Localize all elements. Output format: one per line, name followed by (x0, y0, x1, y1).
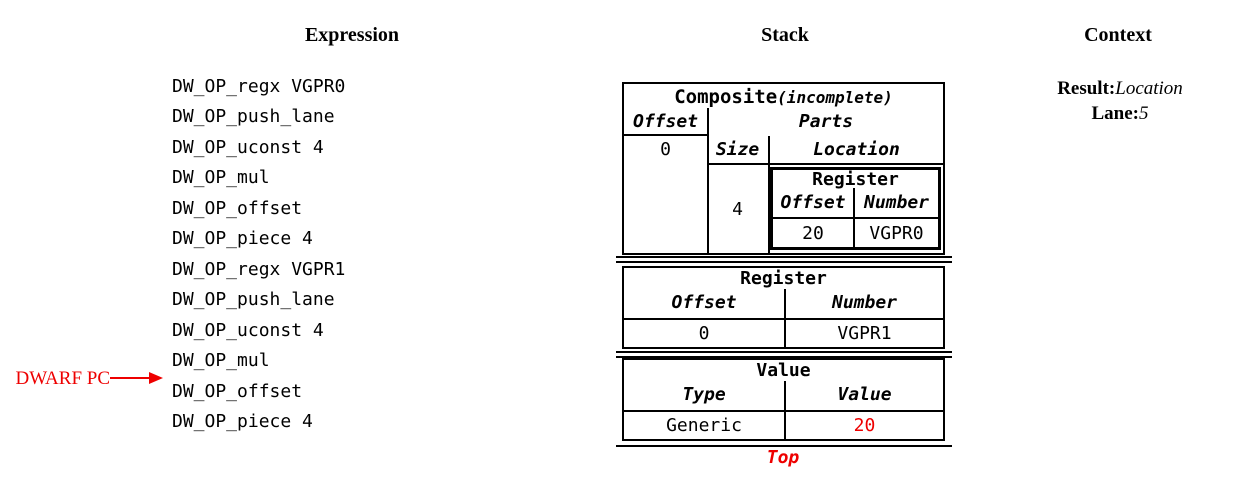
composite-size-header: Size (715, 139, 760, 160)
composite-size-location-divider (768, 136, 770, 253)
composite-title-row: Composite(incomplete) (624, 84, 943, 110)
value-type-header: Type (682, 384, 726, 405)
context-column-title: Context (1084, 24, 1152, 46)
dwarf-pc-arrow-icon (110, 372, 163, 384)
composite-offset-value: 0 (660, 138, 671, 160)
context-result-label: Result: (1057, 78, 1116, 99)
value-type-value: Generic (666, 415, 742, 436)
expression-item: DW_OP_regx VGPR0 (172, 75, 346, 97)
value-value-header: Value (837, 384, 892, 405)
dwarf-pc-label: DWARF PC (15, 368, 111, 389)
value-title: Value (756, 360, 811, 381)
nested-register-offset-value: 20 (802, 222, 824, 244)
expression-item: DW_OP_regx VGPR1 (172, 258, 346, 280)
value-header-underline (624, 410, 943, 412)
nested-register-header-underline (773, 217, 938, 219)
composite-subtitle: (incomplete) (777, 87, 893, 107)
composite-size-value: 4 (732, 198, 743, 220)
register-offset-value: 0 (698, 323, 710, 344)
value-value-value: 20 (853, 415, 876, 436)
context-lane-line: Lane:5 (1020, 103, 1220, 125)
stack-column-title: Stack (761, 24, 809, 46)
context-lane-label: Lane: (1091, 103, 1140, 124)
expression-item: DW_OP_offset (172, 197, 303, 219)
stack-entry-value: Value Type Value Generic 20 (622, 358, 945, 441)
stack-entry-separator (616, 351, 952, 358)
composite-parts-header: Parts (798, 110, 854, 132)
composite-offset-header: Offset (632, 110, 699, 132)
stack-entry-separator (616, 256, 952, 263)
expression-list: DW_OP_regx VGPR0 DW_OP_push_lane DW_OP_u… (172, 72, 345, 438)
register-number-value: VGPR1 (837, 323, 892, 344)
expression-column-title: Expression (304, 24, 400, 46)
composite-location-header: Location (813, 139, 900, 160)
stack-top-label: Top (766, 447, 800, 468)
stack-top-rule (616, 445, 952, 447)
expression-item: DW_OP_mul (172, 167, 270, 189)
expression-item: DW_OP_piece 4 (172, 411, 313, 433)
composite-parts-underline (707, 163, 943, 165)
composite-offset-parts-divider (707, 108, 709, 253)
register-number-header: Number (831, 292, 898, 313)
register-title: Register (740, 268, 827, 289)
expression-item: DW_OP_piece 4 (172, 228, 313, 250)
context-result-value: Location (1115, 78, 1183, 99)
nested-register-number-value: VGPR0 (869, 222, 924, 244)
nested-register-number-header: Number (863, 192, 930, 213)
composite-title: Composite (674, 86, 778, 108)
context-result-line: Result:Location (1020, 78, 1220, 100)
nested-register-title: Register (812, 168, 899, 190)
register-header-underline (624, 318, 943, 320)
expression-item: DW_OP_push_lane (172, 289, 335, 311)
composite-offset-underline (624, 134, 707, 136)
register-offset-header: Offset (671, 292, 737, 313)
context-lane-value: 5 (1139, 103, 1149, 124)
expression-item: DW_OP_uconst 4 (172, 136, 324, 158)
stack-entry-composite: Composite(incomplete) Offset Parts 0 Siz… (622, 82, 945, 255)
stack-entry-register: Register Offset Number 0 VGPR1 (622, 266, 945, 349)
expression-item: DW_OP_uconst 4 (172, 319, 324, 341)
expression-item: DW_OP_push_lane (172, 106, 335, 128)
expression-item: DW_OP_offset (172, 380, 303, 402)
nested-register-table: Register Offset Number 20 VGPR0 (770, 167, 941, 250)
nested-register-offset-header: Offset (780, 192, 846, 213)
expression-item: DW_OP_mul (172, 350, 270, 372)
